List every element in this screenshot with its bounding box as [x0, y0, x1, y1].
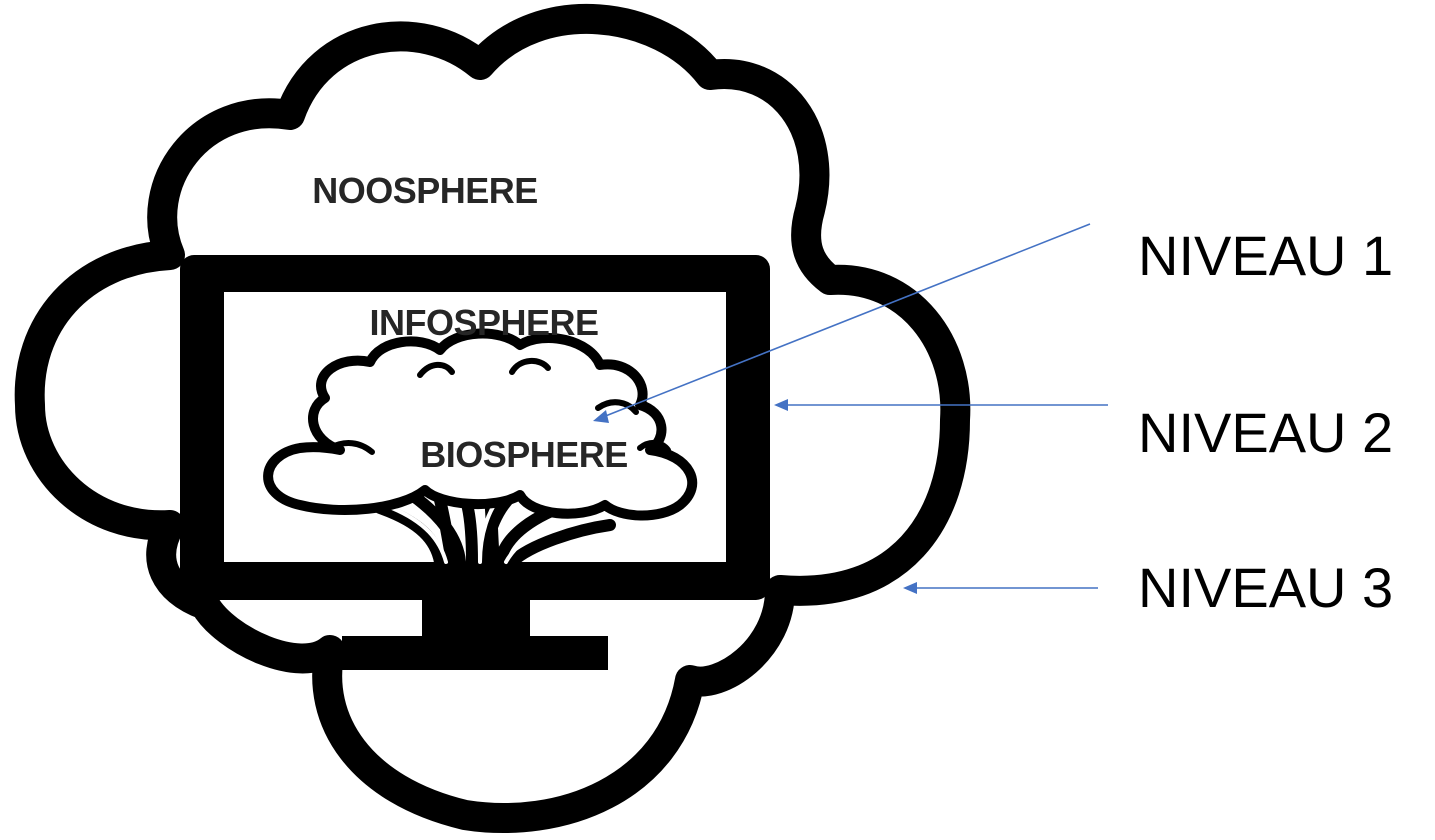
tree-icon: [263, 328, 698, 568]
arrow-niveau-3: [903, 582, 1098, 594]
level-2-label: NIVEAU 2: [1138, 401, 1393, 464]
arrow-niveau-1: [593, 223, 1091, 423]
arrow-niveau-2: [774, 399, 1108, 411]
biosphere-label: BIOSPHERE: [420, 434, 628, 475]
level-1-label: NIVEAU 1: [1138, 224, 1393, 287]
level-3-label: NIVEAU 3: [1138, 556, 1393, 619]
infosphere-label: INFOSPHERE: [369, 302, 598, 343]
noosphere-label: NOOSPHERE: [312, 170, 538, 211]
